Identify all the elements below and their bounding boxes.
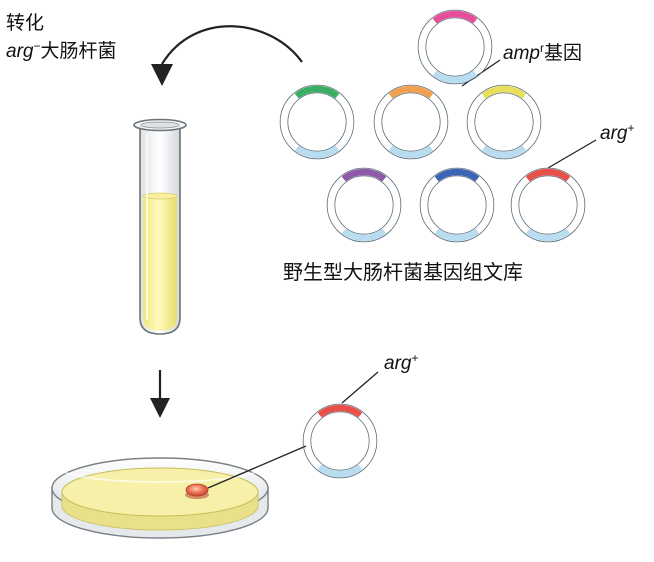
strain-genotype: arg xyxy=(6,41,34,62)
amp-gene-suffix: 基因 xyxy=(543,42,582,64)
arg-pointer-bottom xyxy=(341,371,379,404)
amp-gene-label: ampr基因 xyxy=(503,41,582,64)
plasmid-insert xyxy=(432,10,478,24)
colony-pointer xyxy=(207,445,307,489)
plasmid-outline xyxy=(466,84,542,160)
transformation-label: 转化 xyxy=(6,12,45,34)
plasmid-marker-segment xyxy=(294,145,340,159)
tube-liquid xyxy=(142,192,178,331)
arg-pointer-top xyxy=(547,139,597,169)
purple-plasmid xyxy=(326,167,402,243)
plasmid-outline xyxy=(279,84,355,160)
plasmid-outline xyxy=(326,167,402,243)
plasmid-insert xyxy=(317,404,363,418)
test-tube xyxy=(133,118,187,335)
plasmid-inner-outline xyxy=(425,17,485,77)
amp-gene-sup: r xyxy=(539,41,544,55)
plasmid-insert xyxy=(434,168,480,182)
yellow-plasmid xyxy=(466,84,542,160)
isolated-plasmid xyxy=(302,403,378,479)
plasmid-marker-segment xyxy=(341,228,387,242)
plasmid-inner-outline xyxy=(334,175,394,235)
plasmid-inner-outline xyxy=(310,411,370,471)
plasmid-insert xyxy=(294,85,340,99)
plasmid-outline xyxy=(417,9,493,85)
plasmid-insert xyxy=(341,168,387,182)
plating-arrow xyxy=(150,370,170,418)
recipient-strain-label: arg−大肠杆菌 xyxy=(6,39,117,62)
strain-species: 大肠杆菌 xyxy=(40,40,117,62)
arg-gene-label-bottom: arg+ xyxy=(384,351,419,374)
plasmid-marker-segment xyxy=(317,464,363,478)
plasmid-outline xyxy=(373,84,449,160)
plasmid-outline xyxy=(510,167,586,243)
genomic-library-plasmids xyxy=(279,9,586,479)
orange-plasmid xyxy=(373,84,449,160)
petri-dish xyxy=(51,445,307,539)
arg-gene-sup-bottom: + xyxy=(411,351,419,365)
plasmid-marker-segment xyxy=(388,145,434,159)
plasmid-marker-segment xyxy=(525,228,571,242)
transformation-arrow xyxy=(151,25,303,86)
colony xyxy=(185,483,209,499)
top-plasmid xyxy=(417,9,493,85)
plasmid-inner-outline xyxy=(518,175,578,235)
plasmid-inner-outline xyxy=(427,175,487,235)
plasmid-inner-outline xyxy=(381,92,441,152)
green-plasmid xyxy=(279,84,355,160)
red-plasmid xyxy=(510,167,586,243)
arg-gene-label-top: arg+ xyxy=(600,121,635,144)
library-caption: 野生型大肠杆菌基因组文库 xyxy=(283,260,523,284)
plasmid-outline xyxy=(302,403,378,479)
arg-gene-name-top: arg xyxy=(600,123,628,144)
plasmid-marker-segment xyxy=(481,145,527,159)
plasmid-marker-segment xyxy=(432,70,478,84)
strain-genotype-sup: − xyxy=(33,39,41,53)
plasmid-insert xyxy=(388,85,434,99)
arg-gene-name-bottom: arg xyxy=(384,353,412,374)
agar-medium xyxy=(61,467,259,517)
amp-gene-name: amp xyxy=(503,43,540,64)
blue-plasmid xyxy=(419,167,495,243)
plasmid-inner-outline xyxy=(474,92,534,152)
plasmid-insert xyxy=(481,85,527,99)
plasmid-insert xyxy=(525,168,571,182)
plasmid-marker-segment xyxy=(434,228,480,242)
plasmid-inner-outline xyxy=(287,92,347,152)
arg-gene-sup-top: + xyxy=(627,121,635,135)
plasmid-outline xyxy=(419,167,495,243)
